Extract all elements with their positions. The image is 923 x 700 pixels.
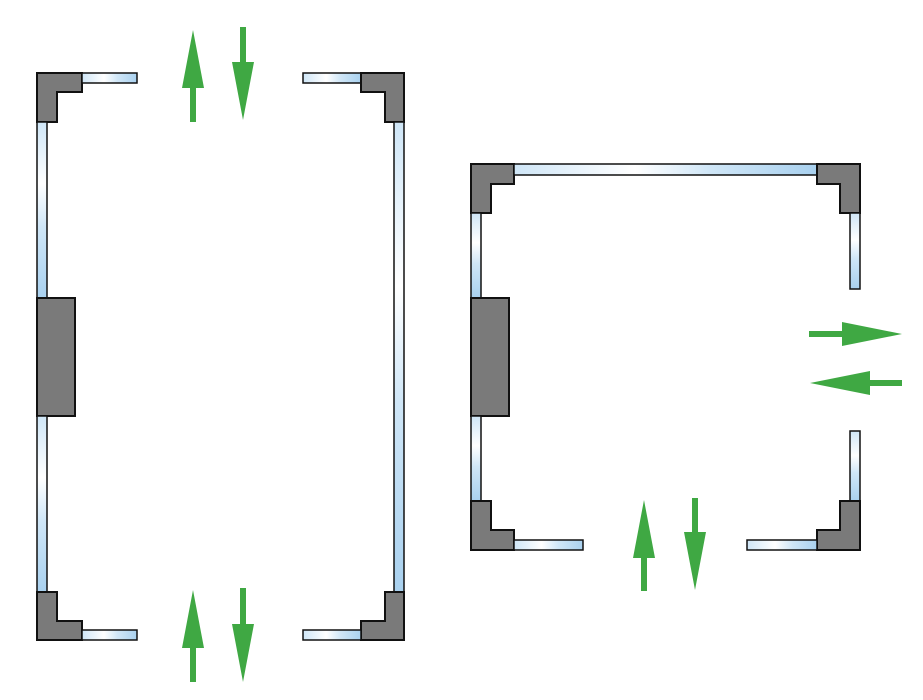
- panel-top-right: [302, 72, 362, 84]
- panel-left-lower: [36, 415, 48, 593]
- arrow-up-icon: [633, 500, 655, 591]
- panel-bottom-left: [513, 539, 584, 551]
- tall-enclosure: [36, 72, 405, 641]
- corner-block-top-left: [470, 163, 515, 214]
- corner-block-top-left: [36, 72, 83, 123]
- short-enclosure: [470, 163, 861, 551]
- arrow-down-icon: [684, 498, 706, 590]
- panel-bottom-left: [81, 629, 138, 641]
- airflow-arrows-right: [809, 322, 902, 395]
- airflow-arrows-bottom: [182, 588, 254, 682]
- panel-left-lower: [470, 415, 482, 502]
- arrow-up-icon: [182, 590, 204, 682]
- mid-block-left: [36, 297, 76, 417]
- mid-block-left: [470, 297, 510, 417]
- arrow-down-icon: [232, 588, 254, 682]
- panel-bottom-right: [746, 539, 818, 551]
- arrow-left-icon: [810, 371, 902, 395]
- panel-bottom-right: [302, 629, 362, 641]
- panel-right-lower: [849, 430, 861, 502]
- panel-right-upper: [849, 212, 861, 290]
- arrow-right-icon: [809, 322, 902, 346]
- corner-block-top-right: [816, 163, 861, 214]
- airflow-arrows-top: [182, 27, 254, 122]
- corner-block-bottom-left: [470, 500, 515, 551]
- arrow-up-icon: [182, 30, 204, 122]
- panel-left-upper: [470, 212, 482, 299]
- panel-left-upper: [36, 121, 48, 299]
- arrow-down-icon: [232, 27, 254, 120]
- corner-block-bottom-right: [360, 591, 405, 641]
- corner-block-bottom-left: [36, 591, 83, 641]
- corner-block-bottom-right: [816, 500, 861, 551]
- airflow-arrows-bottom-short: [633, 498, 706, 591]
- panel-top: [513, 163, 818, 176]
- panel-right: [393, 121, 405, 593]
- corner-block-top-right: [360, 72, 405, 123]
- panel-top-left: [81, 72, 138, 84]
